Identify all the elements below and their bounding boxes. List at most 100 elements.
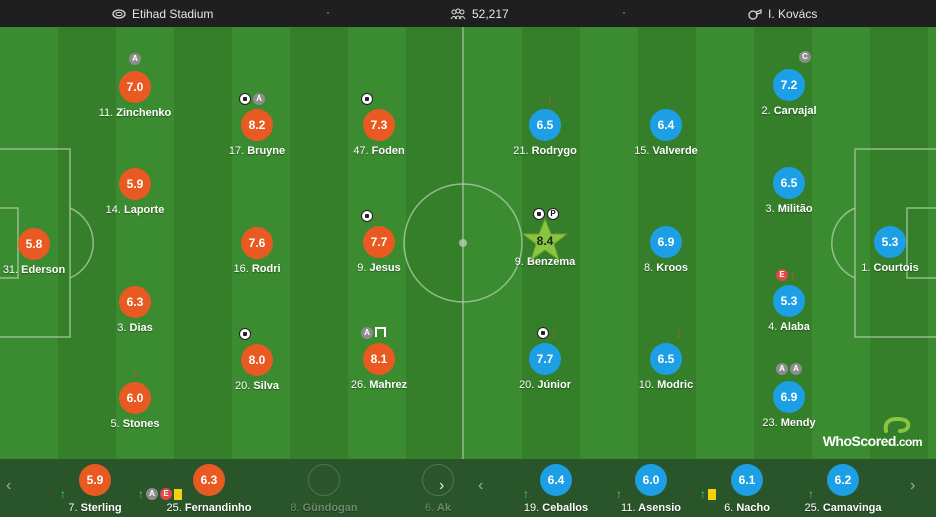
player-junior[interactable]: ↓ 7.7 20. Júnior bbox=[497, 327, 593, 391]
player-name: 10. Modric bbox=[638, 379, 694, 391]
home-subs-prev-button[interactable]: ‹ bbox=[6, 477, 12, 494]
sub-gundogan[interactable]: 8. Gündogan bbox=[269, 464, 379, 514]
sub-off-arrow-icon: ↓ bbox=[790, 268, 796, 282]
player-name: 20. Júnior bbox=[519, 379, 571, 391]
player-rating: 6.4 bbox=[650, 109, 682, 141]
sub-ake[interactable]: 6. Ak bbox=[418, 464, 458, 514]
player-rating: 5.9 bbox=[79, 464, 111, 496]
sub-on-arrow-icon: ↑ bbox=[523, 487, 529, 501]
player-valverde[interactable]: 6.4 15. Valverde bbox=[618, 109, 714, 157]
player-rodrygo[interactable]: ↓ 6.5 21. Rodrygo bbox=[497, 93, 593, 157]
player-name: 6. Nacho bbox=[724, 502, 770, 514]
sub-on-arrow-icon: ↑ bbox=[616, 487, 622, 501]
player-rating: 6.2 bbox=[827, 464, 859, 496]
sub-camavinga[interactable]: ↑ 6.2 25. Camavinga bbox=[788, 464, 898, 514]
sub-on-arrow-icon: ↑ bbox=[808, 487, 814, 501]
player-rating: 6.5 bbox=[650, 343, 682, 375]
pitch-markings bbox=[0, 27, 936, 459]
player-mahrez[interactable]: A 8.1 26. Mahrez bbox=[331, 327, 427, 391]
player-name: 26. Mahrez bbox=[350, 379, 408, 391]
player-rating: 7.6 bbox=[241, 227, 273, 259]
crowd-icon bbox=[450, 8, 466, 20]
player-name: 8. Kroos bbox=[643, 262, 689, 274]
sub-off-arrow-icon: ↓ bbox=[551, 326, 557, 340]
player-name: 21. Rodrygo bbox=[513, 145, 577, 157]
player-rating: 8.0 bbox=[241, 344, 273, 376]
error-icon: E bbox=[776, 269, 788, 281]
whoscored-logo: WhoScored.com bbox=[823, 417, 923, 449]
away-subs-prev-button[interactable]: ‹ bbox=[478, 477, 484, 494]
player-rating: 6.4 bbox=[540, 464, 572, 496]
player-rating: 5.3 bbox=[874, 226, 906, 258]
sub-off-arrow-icon: ↓ bbox=[676, 326, 682, 340]
player-name: 14. Laporte bbox=[105, 204, 165, 216]
player-modric[interactable]: ↓ 6.5 10. Modric bbox=[618, 327, 714, 391]
player-militao[interactable]: 6.5 3. Militão bbox=[741, 167, 837, 215]
player-foden[interactable]: 7.3 47. Foden bbox=[331, 93, 427, 157]
player-rating: 6.5 bbox=[529, 109, 561, 141]
goal-ball-icon bbox=[537, 327, 549, 339]
unused-sub-placeholder bbox=[422, 464, 454, 496]
player-name: 4. Alaba bbox=[768, 321, 810, 333]
whistle-icon bbox=[748, 8, 762, 20]
player-name: 2. Carvajal bbox=[761, 105, 817, 117]
player-stones[interactable]: ↓ 6.0 5. Stones bbox=[87, 366, 183, 430]
away-subs-next-button[interactable]: › bbox=[910, 477, 916, 494]
match-info-bar: Etihad Stadium · 52,217 · I. Kovács bbox=[0, 0, 936, 27]
player-rating: 6.3 bbox=[119, 286, 151, 318]
player-name: 11. Asensio bbox=[621, 502, 681, 514]
player-bruyne[interactable]: A 8.2 17. Bruyne bbox=[209, 93, 305, 157]
goal-ball-icon bbox=[361, 93, 373, 105]
assist-icon: A bbox=[253, 93, 265, 105]
sub-on-arrow-icon: ↑ bbox=[60, 487, 66, 501]
player-name: 8. Gündogan bbox=[290, 502, 358, 514]
sub-sterling[interactable]: ↑ 5.9 7. Sterling bbox=[40, 464, 150, 514]
captain-icon: C bbox=[799, 51, 811, 63]
referee-info: I. Kovács bbox=[748, 0, 817, 27]
player-name: 25. Fernandinho bbox=[166, 502, 252, 514]
player-alaba[interactable]: E↓ 5.3 4. Alaba bbox=[741, 269, 837, 333]
assist-icon: A bbox=[146, 488, 158, 500]
player-rodri[interactable]: 7.6 16. Rodri bbox=[209, 227, 305, 275]
player-rating: 7.2 bbox=[773, 69, 805, 101]
player-dias[interactable]: 6.3 3. Dias bbox=[87, 286, 183, 334]
assist-icon: A bbox=[361, 327, 373, 339]
player-zinchenko[interactable]: A 7.0 11. Zinchenko bbox=[87, 53, 183, 119]
player-kroos[interactable]: 6.9 8. Kroos bbox=[618, 226, 714, 274]
player-rating: 8.1 bbox=[363, 343, 395, 375]
sub-off-arrow-icon: ↓ bbox=[375, 209, 381, 223]
yellow-card-icon bbox=[708, 488, 716, 500]
player-rating: 6.0 bbox=[635, 464, 667, 496]
player-name: 5. Stones bbox=[110, 418, 160, 430]
attendance-info: 52,217 bbox=[450, 0, 509, 27]
player-name: 3. Militão bbox=[765, 203, 813, 215]
player-name: 9. Benzema bbox=[514, 256, 576, 268]
goal-ball-icon bbox=[239, 93, 251, 105]
penalty-goal-icon: P bbox=[547, 208, 559, 220]
player-courtois[interactable]: 5.3 1. Courtois bbox=[842, 226, 936, 274]
player-name: 6. Ak bbox=[425, 502, 451, 514]
player-carvajal[interactable]: C 7.2 2. Carvajal bbox=[741, 51, 837, 117]
player-name: 1. Courtois bbox=[861, 262, 919, 274]
sub-asensio[interactable]: ↑ 6.0 11. Asensio bbox=[596, 464, 706, 514]
player-name: 25. Camavinga bbox=[804, 502, 882, 514]
home-subs-next-button[interactable]: › bbox=[439, 477, 445, 494]
sub-ceballos[interactable]: ↑ 6.4 19. Ceballos bbox=[501, 464, 611, 514]
player-name: 15. Valverde bbox=[634, 145, 698, 157]
man-of-the-match-star-icon: 8.4 bbox=[521, 217, 569, 262]
player-name: 17. Bruyne bbox=[228, 145, 286, 157]
player-ederson[interactable]: 5.8 31. Ederson bbox=[0, 228, 82, 276]
player-jesus[interactable]: ↓ 7.7 9. Jesus bbox=[331, 210, 427, 274]
player-name: 20. Silva bbox=[234, 380, 280, 392]
unused-sub-placeholder bbox=[308, 464, 340, 496]
player-laporte[interactable]: 5.9 14. Laporte bbox=[87, 168, 183, 216]
goal-ball-icon bbox=[533, 208, 545, 220]
whoscored-logo-icon bbox=[883, 417, 911, 433]
player-silva[interactable]: 8.0 20. Silva bbox=[209, 328, 305, 392]
player-name: 19. Ceballos bbox=[523, 502, 589, 514]
player-benzema[interactable]: P 8.4 9. Benzema bbox=[497, 208, 593, 268]
sub-nacho[interactable]: ↑ 6.1 6. Nacho bbox=[692, 464, 802, 514]
player-rating: 6.0 bbox=[119, 382, 151, 414]
